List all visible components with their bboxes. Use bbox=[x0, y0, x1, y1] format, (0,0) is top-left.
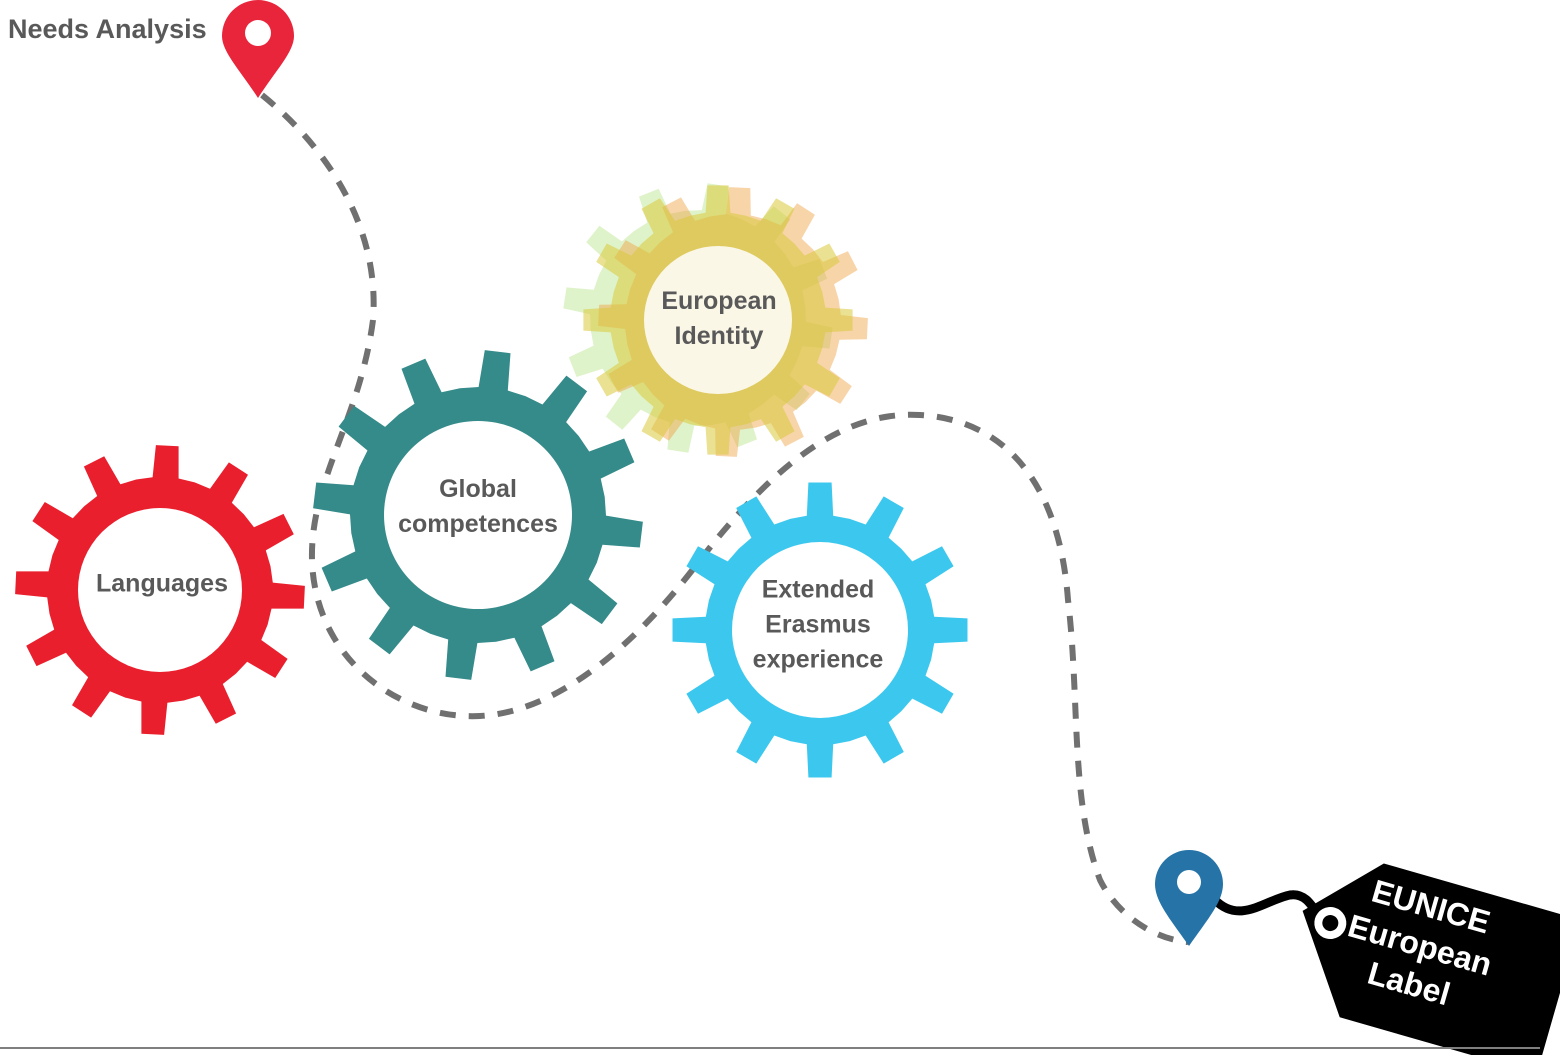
end-map-pin-icon bbox=[1155, 850, 1223, 946]
gear-label-languages: Languages bbox=[96, 569, 228, 598]
gear-label-extended-erasmus: Extended Erasmus experience bbox=[752, 575, 884, 674]
gear-extended-erasmus bbox=[672, 482, 968, 778]
gear-label-european-identity: European Identity bbox=[661, 287, 777, 350]
gear-european-identity bbox=[563, 183, 868, 457]
gear-hole bbox=[644, 246, 792, 394]
dashed-journey-path bbox=[260, 92, 1189, 945]
gear-hole bbox=[384, 421, 572, 609]
gear-hole bbox=[78, 508, 242, 672]
start-map-pin-icon bbox=[222, 0, 294, 98]
start-marker-label: Needs Analysis bbox=[8, 14, 207, 44]
gear-label-global-competences: Global competences bbox=[398, 475, 558, 538]
price-tag-icon bbox=[1302, 863, 1560, 1055]
gear-global-competences bbox=[313, 350, 643, 680]
bottom-divider bbox=[0, 1047, 1540, 1049]
gear-languages bbox=[15, 445, 305, 735]
gear-hole bbox=[732, 542, 908, 718]
